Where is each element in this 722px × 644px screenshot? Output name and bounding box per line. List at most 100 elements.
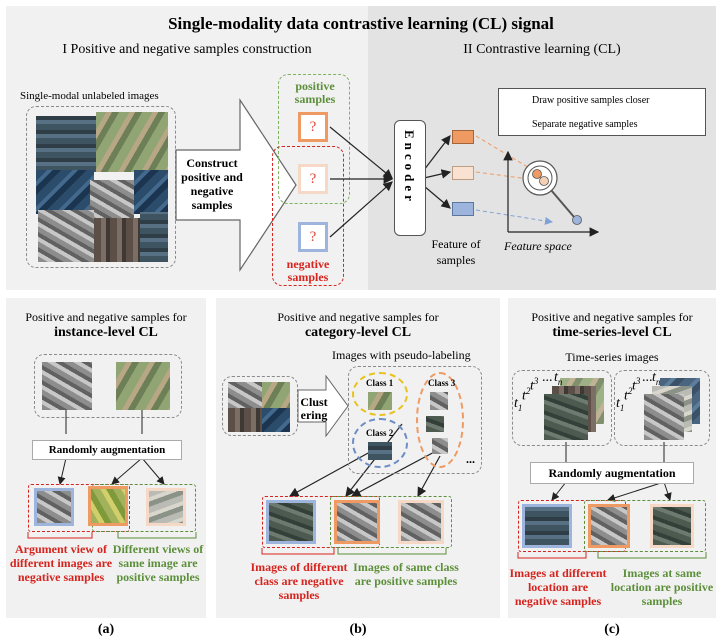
panel-c-augment-box: Randomly augmentation — [530, 462, 694, 484]
dots-label: ... — [642, 370, 653, 385]
satellite-image — [38, 210, 94, 262]
class1-image — [368, 392, 392, 410]
legend — [498, 88, 706, 136]
class2-label: Class 2 — [366, 428, 394, 438]
augmented-view — [34, 488, 74, 526]
class3-image — [426, 416, 444, 432]
construct-label: Construct positive and negative samples — [181, 156, 243, 212]
class3-label: Class 3 — [428, 378, 456, 388]
panel-b-title-line1: Positive and negative samples for — [277, 310, 439, 324]
dots-label: ... — [542, 370, 553, 385]
top-right-panel — [368, 6, 716, 290]
panel-c-letter: (c) — [604, 622, 620, 637]
satellite-image — [228, 408, 262, 432]
t3-label: t3 — [530, 376, 539, 394]
t1-label: t1 — [514, 396, 523, 413]
panel-b-ellipsis: ... — [466, 452, 475, 466]
panel-a-title-line1: Positive and negative samples for — [25, 310, 187, 324]
anchor-sample-box: ? — [298, 164, 328, 194]
panel-c-series-group-2 — [614, 370, 710, 446]
negative-feature-cube — [452, 202, 474, 216]
feature-samples-label: Feature of samples — [431, 237, 481, 267]
panel-b-title-line2: category-level CL — [304, 325, 412, 340]
encoder-box — [394, 120, 426, 236]
class1-label: Class 1 — [366, 378, 394, 388]
panel-a-caption-negative: Argument view of different images are ne… — [9, 542, 113, 584]
encoder-label: Encoder — [402, 130, 417, 205]
panel-a-augment-box: Randomly augmentation — [32, 440, 182, 460]
satellite-image — [90, 180, 134, 220]
positive-group — [278, 74, 350, 204]
t1-label: t1 — [616, 396, 625, 413]
time-series-image — [644, 394, 684, 440]
satellite-image — [140, 212, 168, 262]
positive-label: positive samples — [294, 79, 336, 106]
class3-image — [430, 392, 448, 410]
panel-b-caption-negative: Images of different class are negative s… — [250, 560, 348, 602]
panel-c-series-group-1 — [512, 370, 612, 446]
legend-draw-closer: Draw positive samples closer — [532, 95, 650, 106]
negative-sample-box: ? — [298, 222, 328, 252]
panel-c-caption-positive: Images at same location are positive sam… — [610, 566, 714, 608]
t2-label: t2 — [522, 386, 531, 404]
t2-label: t2 — [624, 386, 633, 404]
tn-label: tn — [652, 370, 661, 387]
panel-c-title-line1: Positive and negative samples for — [531, 310, 693, 324]
main-title: Single-modality data contrastive learnin… — [168, 14, 554, 33]
panel-c-series-label: Time-series images — [565, 350, 659, 364]
unlabeled-label: Single-modal unlabeled images — [20, 90, 159, 102]
satellite-image — [228, 382, 262, 408]
section1-title: I Positive and negative samples construc… — [62, 42, 312, 57]
negative-class-image — [266, 500, 316, 544]
tn-label: tn — [554, 370, 563, 387]
feature-space-label: Feature space — [504, 239, 572, 253]
augmented-view — [88, 486, 128, 526]
panel-a-letter: (a) — [97, 622, 115, 637]
satellite-image — [262, 382, 290, 408]
panel-b-positive-group — [330, 496, 452, 548]
satellite-image — [94, 218, 144, 262]
class2-image — [368, 442, 392, 460]
legend-separate: Separate negative samples — [532, 119, 638, 130]
positive-class-image — [398, 500, 444, 544]
satellite-image — [96, 112, 168, 172]
panel-a-input-group — [34, 354, 182, 418]
panel-c-positive-group — [584, 500, 706, 552]
section2-title: II Contrastive learning (CL) — [463, 42, 621, 57]
panel-a-caption-positive: Different views of same image are positi… — [112, 542, 204, 584]
panel-c-caption-negative: Images at different location are negativ… — [509, 566, 607, 608]
satellite-image — [42, 362, 92, 410]
satellite-image — [116, 362, 170, 410]
panel-c-title-line2: time-series-level CL — [552, 325, 672, 340]
time-series-image — [544, 394, 588, 440]
negative-location-image — [522, 504, 572, 548]
panel-c — [508, 298, 716, 618]
panel-b-pseudo-label: Images with pseudo-labeling — [332, 348, 471, 362]
panel-b-letter: (b) — [349, 622, 367, 637]
anchor-class-image — [334, 500, 380, 544]
satellite-image — [134, 170, 168, 214]
positive-sample-box: ? — [298, 112, 328, 142]
positive-feature-cube — [452, 130, 474, 144]
satellite-image — [262, 408, 290, 432]
class2-cluster — [352, 418, 408, 468]
panel-a-negative-group — [28, 484, 130, 532]
satellite-image — [36, 116, 96, 172]
class3-cluster — [416, 372, 464, 468]
panel-b-clustering-label: Clustering — [300, 395, 328, 422]
panel-b-caption-positive: Images of same class are positive sample… — [353, 560, 459, 588]
augmented-view — [146, 488, 186, 526]
satellite-image — [36, 170, 94, 214]
class3-image — [432, 438, 448, 454]
time-labels-group-1: t1 t2 t3 ... tn — [514, 370, 564, 414]
positive-location-image — [650, 504, 694, 548]
negative-group — [272, 146, 344, 286]
t3-label: t3 — [632, 376, 641, 394]
negative-label: negative samples — [286, 257, 330, 284]
panel-b-clusters-group — [348, 366, 482, 474]
panel-a-title-line2: instance-level CL — [54, 325, 158, 340]
anchor-feature-cube — [452, 166, 474, 180]
